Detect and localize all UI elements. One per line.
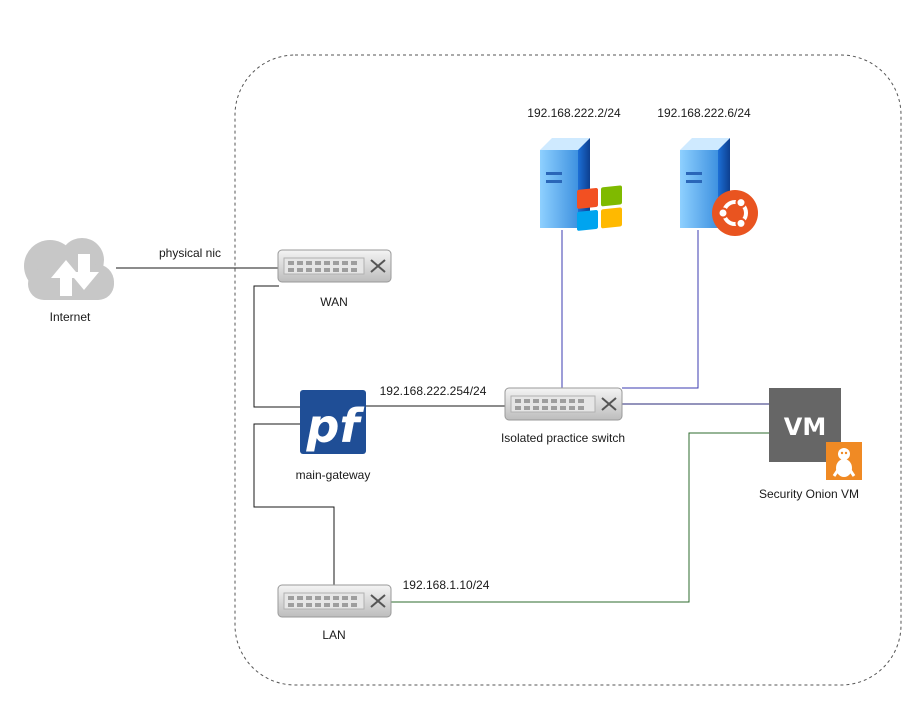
ubuntu-server-icon xyxy=(680,138,758,236)
wan-switch-icon xyxy=(277,249,392,283)
vm-badge-text: VM xyxy=(784,413,826,441)
lan-ip-label: 192.168.1.10/24 xyxy=(403,578,490,592)
link-lan-vm xyxy=(391,432,769,603)
windows-server-ip-label: 192.168.222.2/24 xyxy=(527,106,621,120)
link-ubuntu-practice-switch xyxy=(622,230,699,389)
internet-cloud-icon xyxy=(24,238,114,300)
lan-switch-icon xyxy=(277,584,392,618)
link-wan-gateway xyxy=(253,285,300,408)
windows-server-icon xyxy=(540,138,622,231)
ubuntu-server-ip-label: 192.168.222.6/24 xyxy=(657,106,751,120)
network-boundary xyxy=(234,54,902,686)
ubuntu-logo-icon xyxy=(712,190,758,236)
gateway-label: main-gateway xyxy=(296,468,371,482)
security-onion-label: Security Onion VM xyxy=(759,487,859,501)
lan-label: LAN xyxy=(322,628,345,642)
internet-label: Internet xyxy=(50,310,91,324)
connections xyxy=(116,230,769,603)
physical-nic-label: physical nic xyxy=(159,246,221,260)
practice-switch-icon xyxy=(504,387,623,421)
pfsense-logo-icon: pf xyxy=(300,390,366,454)
gateway-ip-label: 192.168.222.254/24 xyxy=(380,384,487,398)
linux-tux-icon xyxy=(826,442,862,480)
link-gateway-lan xyxy=(253,423,335,585)
practice-switch-label: Isolated practice switch xyxy=(501,431,625,445)
pfsense-logo-text: pf xyxy=(306,399,365,453)
windows-logo-icon xyxy=(577,185,622,231)
wan-label: WAN xyxy=(320,295,348,309)
